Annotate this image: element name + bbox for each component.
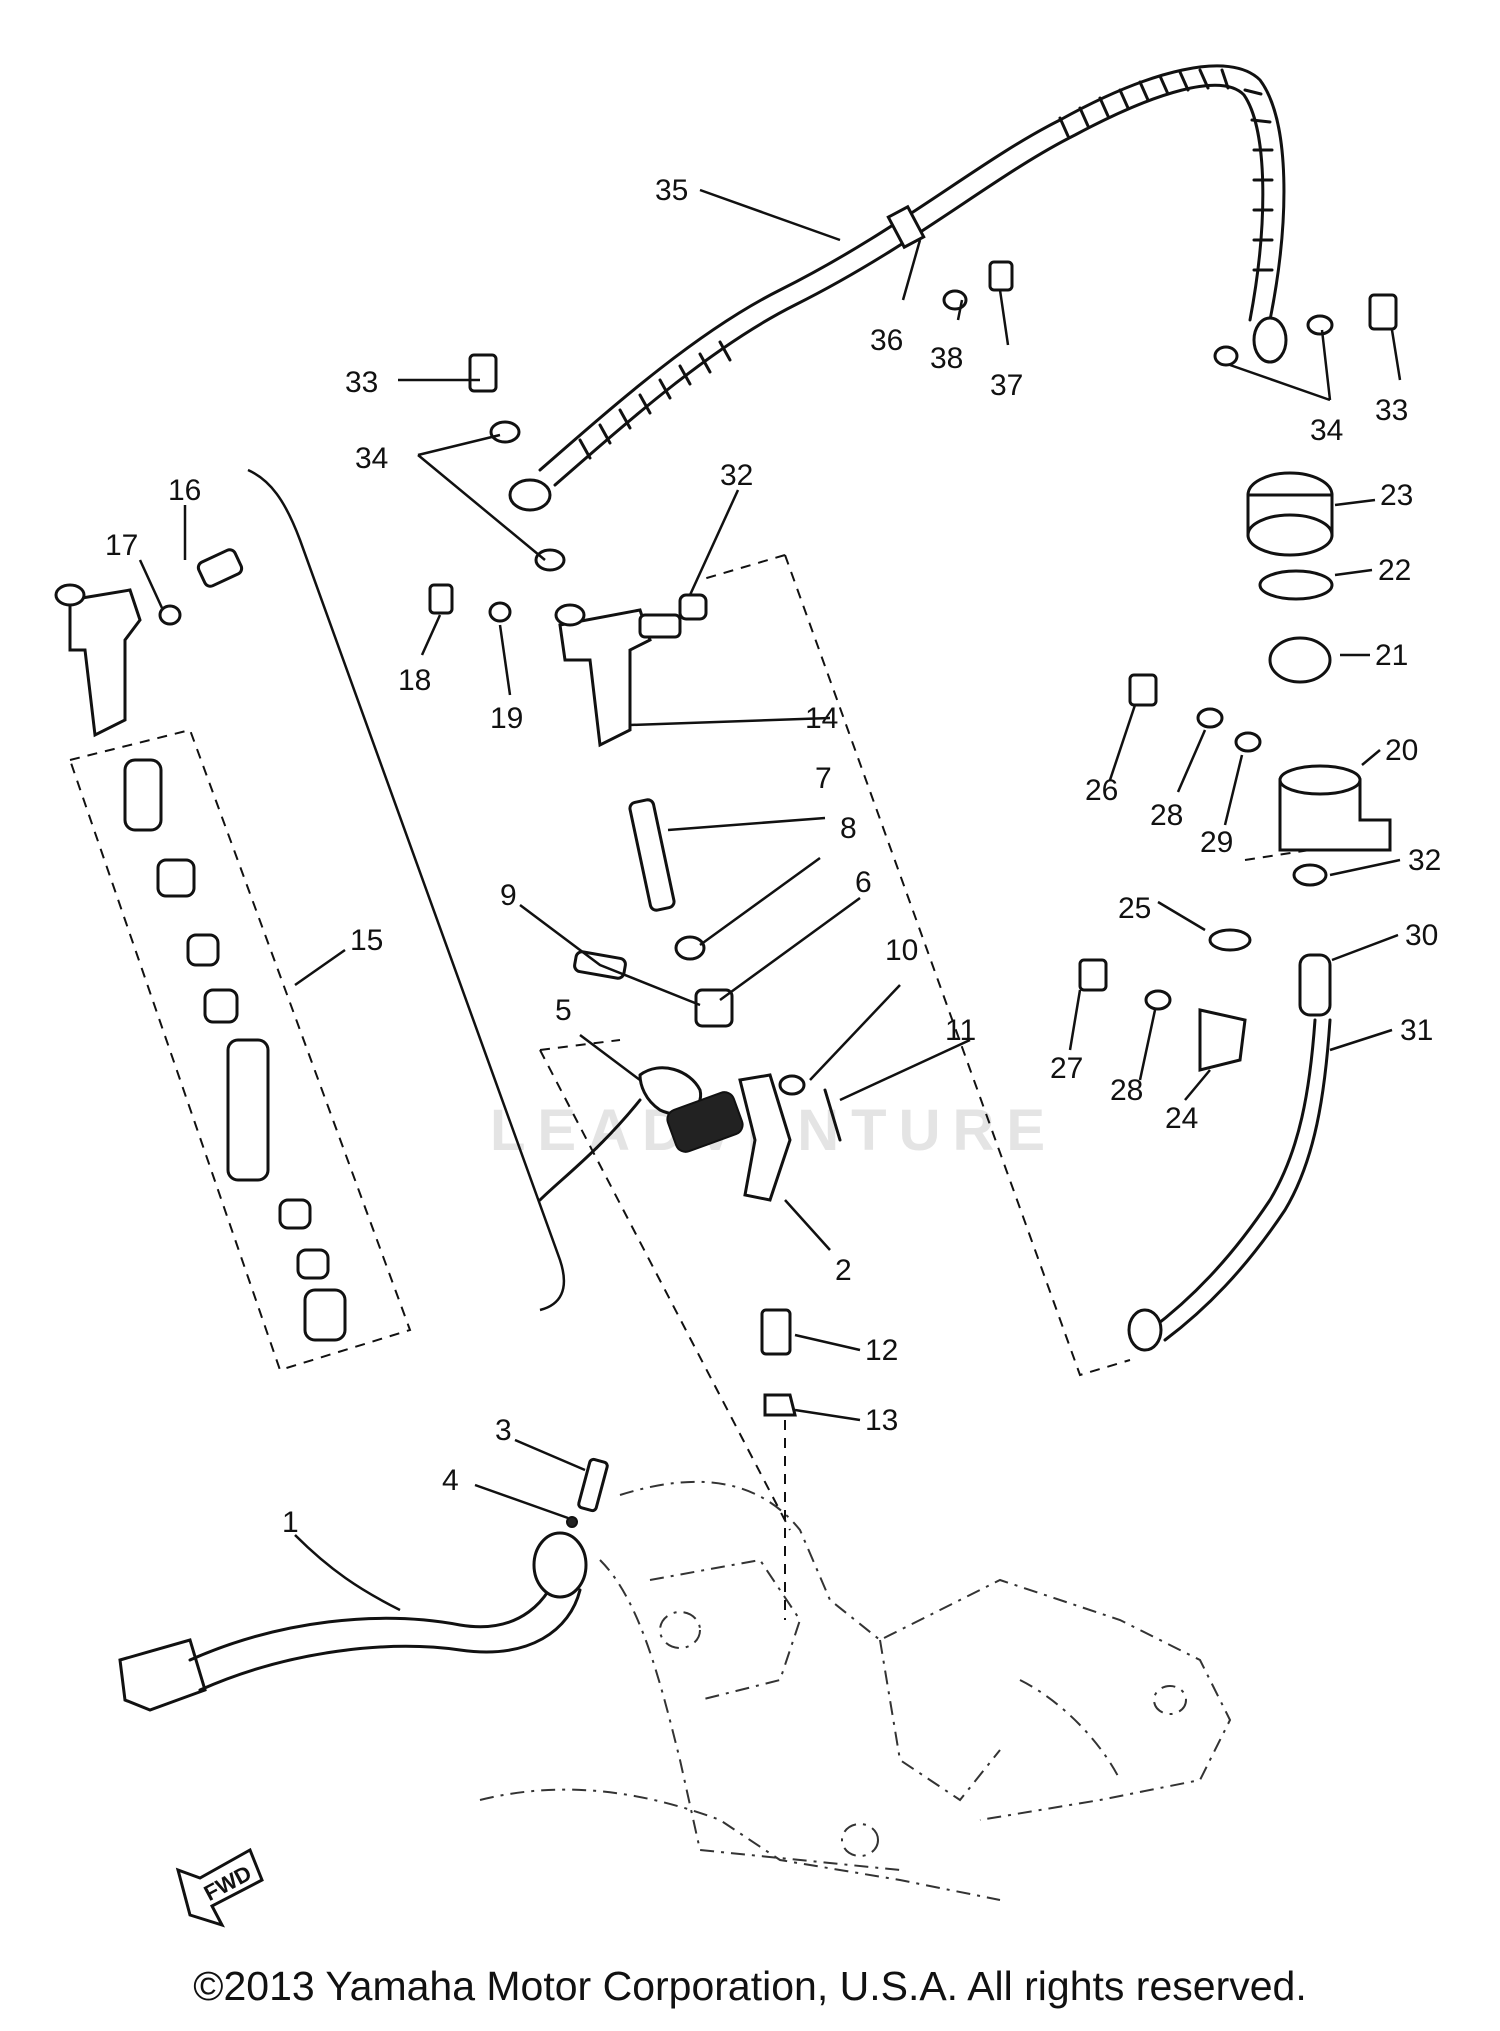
callout-labels: 35 33 34 36 38 37 34 33 32 16 17 23 22 2… xyxy=(105,174,1441,1539)
callout-7: 7 xyxy=(815,762,832,795)
callout-29: 29 xyxy=(1200,826,1233,859)
callout-3: 3 xyxy=(495,1414,512,1447)
copyright-notice: ©2013 Yamaha Motor Corporation, U.S.A. A… xyxy=(193,1963,1307,2009)
callout-33-left: 33 xyxy=(345,366,378,399)
callout-9: 9 xyxy=(500,879,517,912)
cylinder-kit xyxy=(54,548,347,1342)
reservoir-assembly xyxy=(1078,471,1392,1072)
brake-hose xyxy=(508,64,1288,512)
callout-10: 10 xyxy=(885,934,918,967)
callout-25: 25 xyxy=(1118,892,1151,925)
callout-4: 4 xyxy=(442,1464,459,1497)
callout-34-right: 34 xyxy=(1310,414,1343,447)
callout-32-right: 32 xyxy=(1408,844,1441,877)
callout-31: 31 xyxy=(1400,1014,1433,1047)
callout-2: 2 xyxy=(835,1254,852,1287)
callout-26: 26 xyxy=(1085,774,1118,807)
reservoir-hose xyxy=(1127,953,1332,1352)
callout-33-right: 33 xyxy=(1375,394,1408,427)
callout-11: 11 xyxy=(945,1014,976,1047)
callout-28-bottom: 28 xyxy=(1110,1074,1143,1107)
fwd-arrow-icon: FWD xyxy=(175,1847,264,1928)
callout-17: 17 xyxy=(105,529,138,562)
callout-21: 21 xyxy=(1375,639,1408,672)
callout-14: 14 xyxy=(805,702,838,735)
callout-37: 37 xyxy=(990,369,1023,402)
callout-38: 38 xyxy=(930,342,963,375)
callout-34-left: 34 xyxy=(355,442,388,475)
callout-16: 16 xyxy=(168,474,201,507)
upper-bolts-washers xyxy=(468,260,1398,572)
callout-18: 18 xyxy=(398,664,431,697)
callout-8: 8 xyxy=(840,812,857,845)
callout-5: 5 xyxy=(555,994,572,1027)
callout-1: 1 xyxy=(282,1506,299,1539)
callout-27: 27 xyxy=(1050,1052,1083,1085)
callout-35: 35 xyxy=(655,174,688,207)
callout-19: 19 xyxy=(490,702,523,735)
frame-outline xyxy=(479,1480,1232,1901)
master-cylinder-body xyxy=(428,583,708,748)
callout-28-top: 28 xyxy=(1150,799,1183,832)
callout-12: 12 xyxy=(865,1334,898,1367)
assembly-guides xyxy=(68,468,1311,1620)
callout-20: 20 xyxy=(1385,734,1418,767)
leader-lines xyxy=(138,188,1402,1612)
callout-24: 24 xyxy=(1165,1102,1198,1135)
callout-22: 22 xyxy=(1378,554,1411,587)
callout-30: 30 xyxy=(1405,919,1438,952)
callout-13: 13 xyxy=(865,1404,898,1437)
callout-15: 15 xyxy=(350,924,383,957)
brake-pedal xyxy=(118,1308,797,1712)
callout-36: 36 xyxy=(870,324,903,357)
callout-32-top: 32 xyxy=(720,459,753,492)
exploded-parts-diagram: LEADVENTURE xyxy=(54,64,1441,1928)
brake-switch-bracket xyxy=(538,1066,792,1202)
callout-6: 6 xyxy=(855,866,872,899)
callout-23: 23 xyxy=(1380,479,1413,512)
